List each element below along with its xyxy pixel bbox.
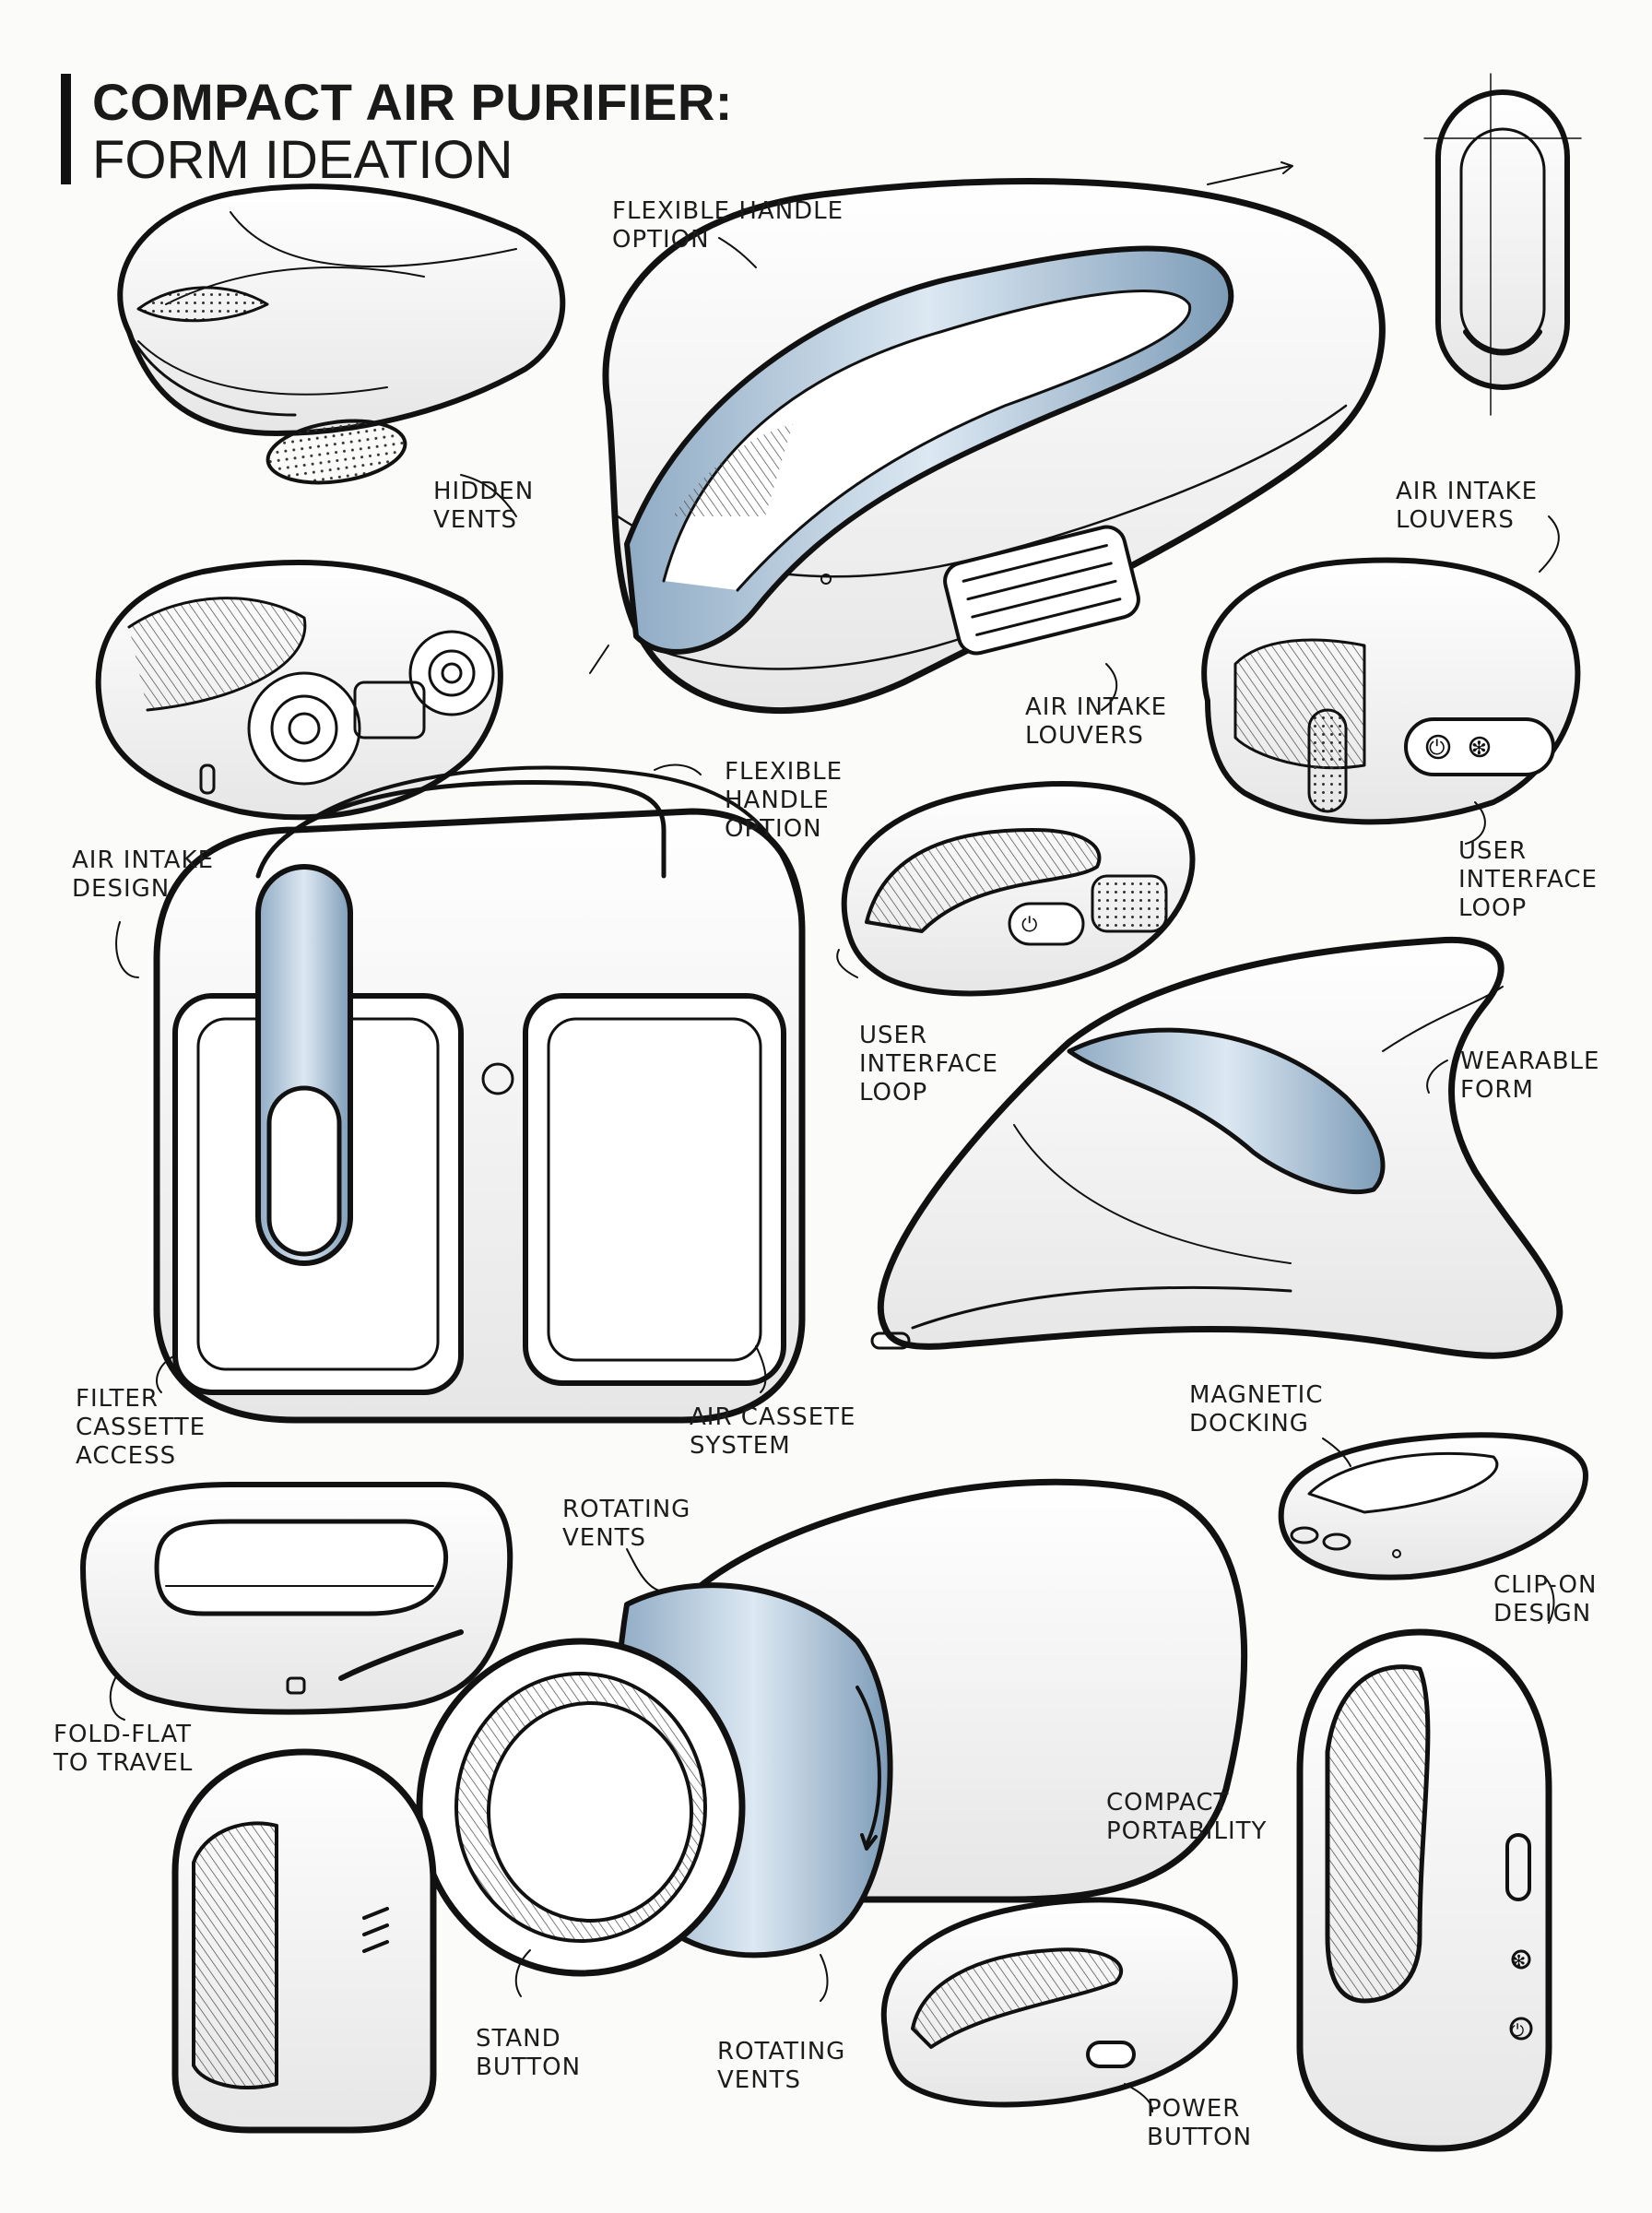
fan-icon: ✻: [1471, 737, 1487, 759]
power-icon: ⏻: [1511, 2021, 1524, 2041]
cube-handle-sketch: [153, 765, 806, 1424]
wearable-sketch: [870, 936, 1564, 1359]
power-icon: ⏻: [1021, 914, 1037, 937]
page-subtitle: FORM IDEATION: [92, 130, 513, 190]
compact-pill-sketch: [880, 1897, 1238, 2108]
fan-icon: ✻: [1512, 1952, 1526, 1971]
capsule-handle-sketch: [589, 161, 1386, 714]
page-title: COMPACT AIR PURIFIER:: [92, 73, 733, 131]
gear-pill-sketch: [95, 560, 503, 821]
power-icon: ⏻: [1429, 737, 1445, 760]
stand-purifier-sketch: [171, 1748, 437, 2134]
fold-flat-sketch: [80, 1482, 513, 1715]
rotating-vents-cylinder-sketch: [416, 1478, 1248, 1977]
hidden-vents-pebble-sketch: [117, 183, 566, 485]
vertical-pill-sketch: [1423, 73, 1582, 416]
title-accent-bar: [61, 74, 71, 184]
leader-lines: [109, 237, 1560, 2112]
magnetic-docking-sketch: [1278, 1432, 1588, 1580]
clip-on-sketch: [1296, 1628, 1552, 2152]
ui-pill-sketch: [1201, 557, 1581, 825]
small-handle-pill-sketch: [841, 781, 1196, 997]
